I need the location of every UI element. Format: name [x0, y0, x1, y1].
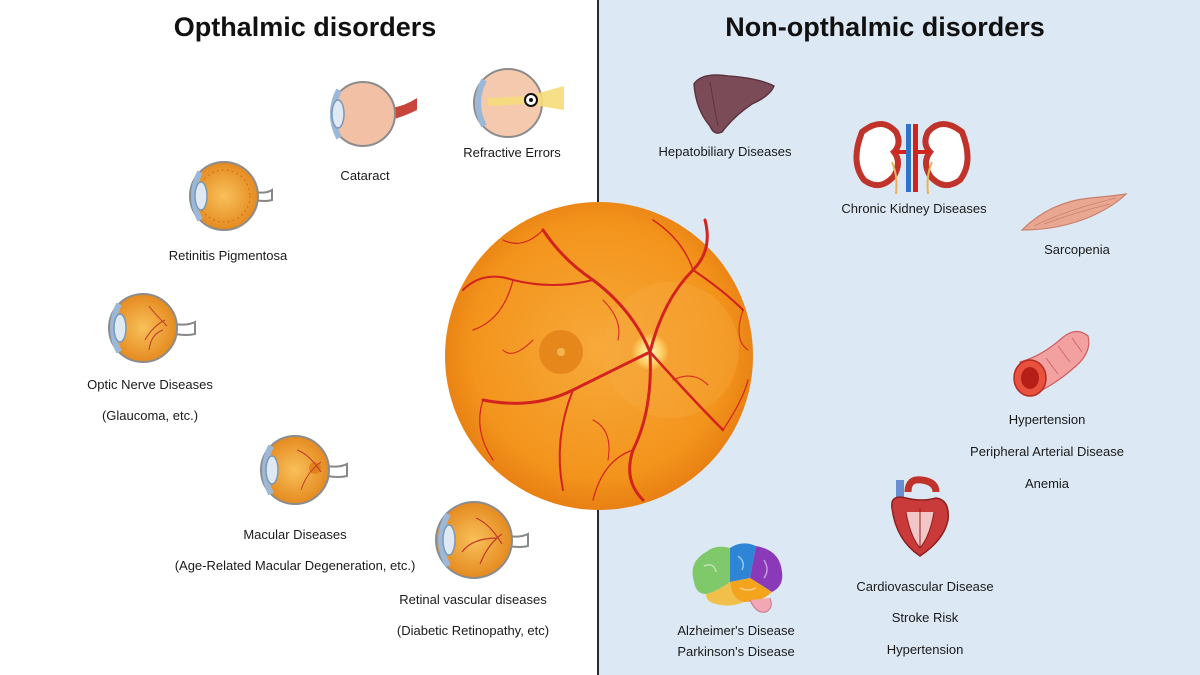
cardiovascular-label: Cardiovascular Disease	[856, 579, 994, 594]
parkinsons-label: Parkinson's Disease	[677, 644, 795, 659]
heart-icon	[891, 476, 949, 557]
alzheimers-label: Alzheimer's Disease	[677, 623, 795, 638]
refractive-errors-label: Refractive Errors	[463, 145, 561, 160]
optic-nerve-eye-icon	[108, 293, 196, 363]
hypertension-heart-label: Hypertension	[886, 642, 964, 657]
retinal-vascular-label: Retinal vascular diseases	[399, 592, 547, 607]
retinal-vascular-eye-icon	[435, 501, 529, 579]
retina-fundus-image	[445, 202, 753, 510]
brain-icon	[692, 543, 783, 613]
peripheral-arterial-disease-label: Peripheral Arterial Disease	[970, 444, 1124, 459]
refractive-error-eye-icon	[473, 68, 564, 138]
macular-label: Macular Diseases	[243, 527, 347, 542]
retinitis-pigmentosa-label: Retinitis Pigmentosa	[168, 248, 288, 263]
hepatobiliary-label: Hepatobiliary Diseases	[658, 144, 792, 159]
liver-icon	[693, 74, 775, 134]
optic-nerve-sublabel: (Glaucoma, etc.)	[101, 408, 199, 423]
cataract-eye-icon	[330, 81, 417, 147]
ophthalmic-heading: Opthalmic disorders	[173, 12, 437, 42]
optic-nerve-label: Optic Nerve Diseases	[87, 377, 213, 392]
kidney-label: Chronic Kidney Diseases	[841, 201, 987, 216]
anemia-label: Anemia	[1024, 476, 1070, 491]
muscle-icon	[1020, 193, 1128, 231]
cataract-label: Cataract	[340, 168, 390, 183]
stroke-risk-label: Stroke Risk	[891, 610, 959, 625]
retinal-vascular-sublabel: (Diabetic Retinopathy, etc)	[396, 623, 550, 638]
retinitis-pigmentosa-eye-icon	[189, 161, 273, 231]
non-ophthalmic-heading: Non-opthalmic disorders	[725, 12, 1045, 42]
sarcopenia-label: Sarcopenia	[1044, 242, 1110, 257]
blood-vessel-icon	[1013, 330, 1090, 397]
macular-sublabel: (Age-Related Macular Degeneration, etc.)	[174, 558, 416, 573]
macular-eye-icon	[260, 435, 348, 505]
hypertension-vessel-label: Hypertension	[1008, 412, 1086, 427]
kidneys-icon	[853, 121, 971, 195]
